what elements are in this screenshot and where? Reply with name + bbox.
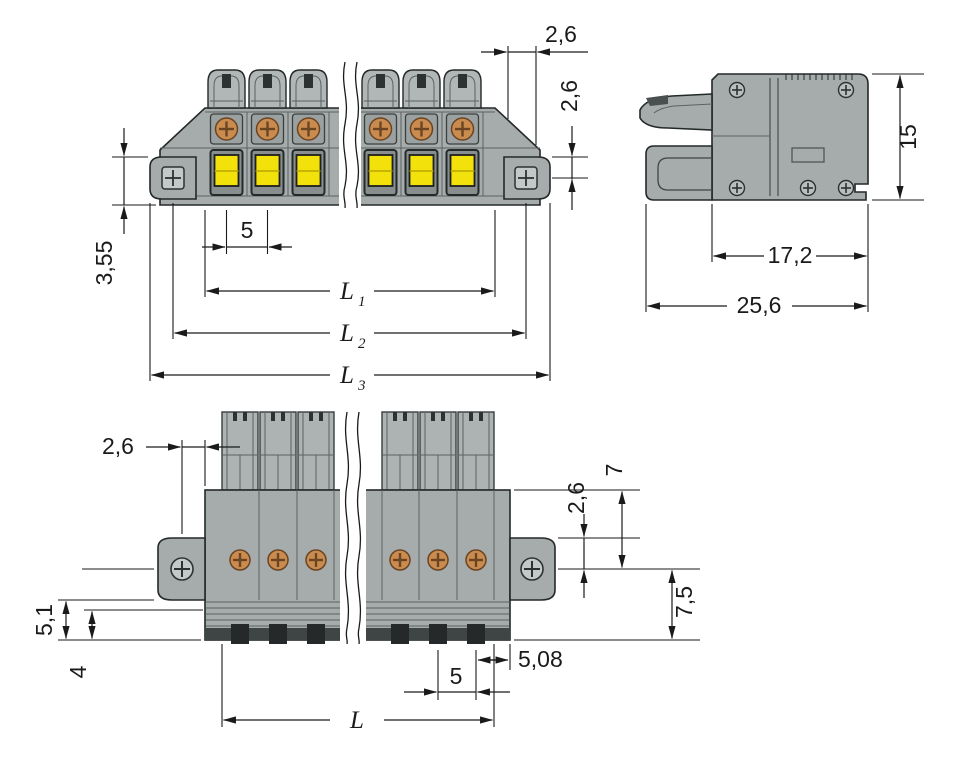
dim-label-2-6-bottom-right: 2,6 bbox=[563, 482, 589, 514]
dim-label-7-5: 7,5 bbox=[671, 586, 697, 618]
dim-label-17-2: 17,2 bbox=[768, 242, 813, 268]
dim-label-5-1: 5,1 bbox=[31, 604, 57, 636]
dim-label-5-bottom: 5 bbox=[450, 663, 463, 689]
side-body bbox=[639, 73, 869, 201]
front-right-flange-screw-icon bbox=[514, 166, 538, 190]
dim-label-l3: L bbox=[339, 362, 354, 389]
dim-label-l2: L bbox=[339, 320, 354, 347]
front-break-marks bbox=[339, 59, 361, 209]
dim-label-l1-sub: 1 bbox=[358, 294, 366, 310]
front-view: 2,6 2,6 3,55 5 L 1 L 2 L 3 bbox=[91, 21, 588, 394]
side-dimensions: 15 17,2 25,6 bbox=[645, 73, 924, 318]
dim-label-l2-sub: 2 bbox=[358, 336, 366, 352]
dim-label-l3-sub: 3 bbox=[357, 378, 366, 394]
dim-label-2-6-side: 2,6 bbox=[556, 80, 582, 112]
dim-label-3-55: 3,55 bbox=[91, 241, 117, 286]
dim-label-pitch-5: 5 bbox=[241, 217, 254, 243]
dim-label-15: 15 bbox=[895, 124, 921, 150]
bottom-left-flange-screw-icon bbox=[170, 557, 194, 581]
bottom-dimensions: 2,6 2,6 7 7,5 5,1 4 5,08 5 L bbox=[31, 433, 700, 734]
bottom-view: 2,6 2,6 7 7,5 5,1 4 5,08 5 L bbox=[31, 408, 700, 734]
dim-label-25-6: 25,6 bbox=[737, 292, 782, 318]
side-view: 15 17,2 25,6 bbox=[639, 73, 924, 318]
bottom-break-marks bbox=[340, 408, 366, 648]
dim-label-4: 4 bbox=[65, 665, 91, 678]
dim-label-2-6-top: 2,6 bbox=[545, 21, 577, 47]
dim-label-5-08: 5,08 bbox=[518, 646, 563, 672]
dim-label-l1: L bbox=[339, 278, 354, 305]
dim-label-7: 7 bbox=[601, 464, 627, 477]
dim-label-l: L bbox=[349, 707, 364, 734]
front-left-flange-screw-icon bbox=[161, 166, 185, 190]
front-dimensions: 2,6 2,6 3,55 5 L 1 L 2 L 3 bbox=[91, 21, 588, 394]
bottom-right-flange-screw-icon bbox=[520, 557, 544, 581]
dim-label-2-6-bottom-left: 2,6 bbox=[102, 433, 134, 459]
